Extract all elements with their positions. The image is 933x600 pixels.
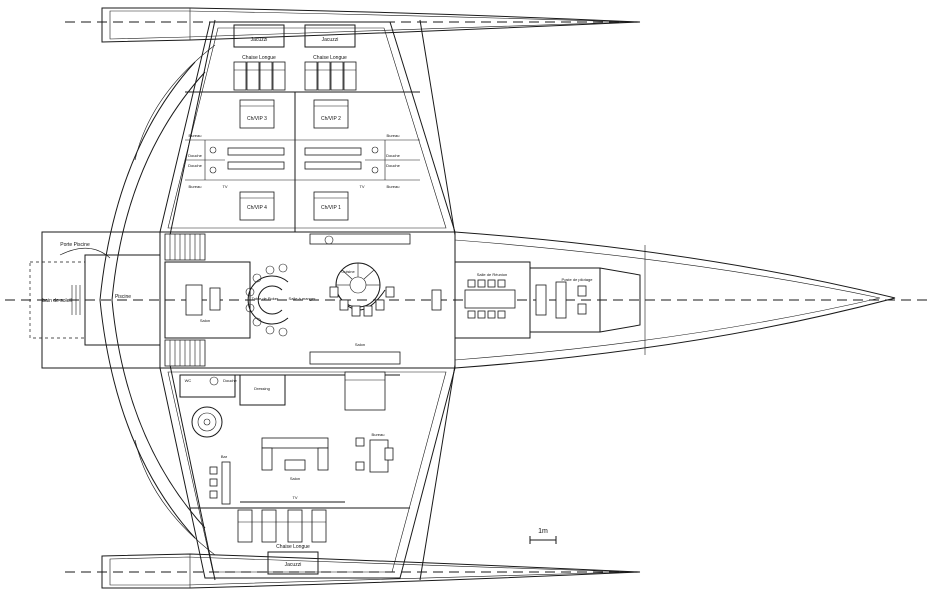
cabin-vip-2 bbox=[313, 99, 349, 129]
cabin-vip-2-label: Ch/VIP 2 bbox=[321, 116, 341, 122]
cabin-vip-3 bbox=[239, 99, 275, 129]
bureau-tl: Bureau bbox=[189, 133, 202, 138]
console bbox=[431, 289, 442, 311]
douche-lower-label: Douche bbox=[223, 378, 238, 383]
chaise-longue-right-label: Chaise Longue bbox=[313, 55, 347, 61]
dressing-label: Dressing bbox=[254, 386, 270, 391]
bureau-br: Bureau bbox=[387, 184, 400, 189]
aft-seating-bottom bbox=[309, 351, 401, 365]
wc-room bbox=[179, 374, 236, 398]
dining-arc bbox=[329, 286, 395, 317]
helm-console-1 bbox=[535, 284, 547, 316]
salon-room bbox=[164, 261, 251, 339]
wc-toilet bbox=[209, 376, 219, 386]
bottom-outrigger bbox=[101, 553, 641, 589]
poker-label: Table de Poker bbox=[252, 296, 279, 301]
cabin-vip-4-label: Ch/VIP 4 bbox=[247, 205, 267, 211]
jacuzzi-bottom bbox=[267, 551, 319, 575]
scale-label: 1m bbox=[538, 528, 548, 535]
helm-seat-1 bbox=[577, 285, 587, 297]
meeting-table bbox=[464, 279, 516, 319]
tv-tl: TV bbox=[222, 184, 227, 189]
cuisine-label: Cuisine bbox=[341, 269, 355, 274]
cabin-vip-1 bbox=[313, 191, 349, 221]
douche-tr: Douche bbox=[386, 153, 401, 158]
salle-de-reunion-label: Salle de Réunion bbox=[477, 272, 507, 277]
bar-counter bbox=[209, 461, 231, 505]
jacuzzi-right-label: Jacuzzi bbox=[322, 37, 339, 43]
douche-br: Douche bbox=[386, 163, 401, 168]
stern-platform bbox=[29, 231, 161, 369]
tv-tr: TV bbox=[359, 184, 364, 189]
cabin-vip-4 bbox=[239, 191, 275, 221]
bureau-desk bbox=[355, 437, 394, 473]
poste-de-pilotage-label: Poste de pilotage bbox=[562, 277, 594, 282]
bridge-room bbox=[529, 267, 601, 333]
douche-tl: Douche bbox=[188, 153, 203, 158]
porte-piscine-label: Porte Piscine bbox=[60, 242, 90, 248]
salon-lower-sofa bbox=[261, 437, 329, 471]
piscine-label: Piscine bbox=[115, 294, 131, 300]
helm-seat-2 bbox=[577, 303, 587, 315]
douche-bl: Douche bbox=[188, 163, 203, 168]
scale-bar bbox=[529, 536, 557, 544]
aft-seating-top bbox=[309, 233, 411, 245]
salon-center-label: Salon bbox=[355, 342, 365, 347]
chaise-longue-left-label: Chaise Longue bbox=[242, 55, 276, 61]
salon-table bbox=[209, 287, 221, 311]
salon-lower-label: Salon bbox=[290, 476, 300, 481]
bow-window bbox=[599, 267, 641, 333]
chaise-longue-bottom-label: Chaise Longue bbox=[276, 544, 310, 550]
bathrooms-band bbox=[185, 139, 420, 181]
chaise-longues-top bbox=[233, 61, 357, 91]
salon-left-label: Salon bbox=[200, 318, 210, 323]
top-outrigger bbox=[101, 7, 641, 43]
wc-label: WC bbox=[185, 378, 192, 383]
dressing-room bbox=[239, 374, 286, 406]
tv-lower-label: TV bbox=[292, 495, 297, 500]
cabin-vip-3-label: Ch/VIP 3 bbox=[247, 116, 267, 122]
main-hull-bow bbox=[454, 231, 896, 369]
bar-label: Bar bbox=[221, 454, 228, 459]
chaise-longues-bottom bbox=[237, 509, 327, 543]
jacuzzi-bottom-label: Jacuzzi bbox=[285, 562, 302, 568]
bureau-bl: Bureau bbox=[189, 184, 202, 189]
salle-a-manger-label: Salle à manger bbox=[289, 296, 317, 301]
poker-table bbox=[245, 263, 289, 337]
master-bed bbox=[344, 371, 386, 411]
jacuzzi-right bbox=[304, 24, 356, 48]
stairs-left bbox=[164, 233, 206, 367]
cabin-vip-1-label: Ch/VIP 1 bbox=[321, 205, 341, 211]
jacuzzi-left bbox=[233, 24, 285, 48]
bureau-lower-label: Bureau bbox=[372, 432, 385, 437]
helm-console-2 bbox=[555, 281, 567, 319]
jacuzzi-left-label: Jacuzzi bbox=[251, 37, 268, 43]
bureau-tr: Bureau bbox=[387, 133, 400, 138]
salon-sofa bbox=[185, 284, 203, 316]
bain-de-soleil-label: bain de soleil bbox=[42, 298, 71, 304]
round-feature bbox=[191, 406, 223, 438]
crossbeams bbox=[99, 19, 456, 581]
